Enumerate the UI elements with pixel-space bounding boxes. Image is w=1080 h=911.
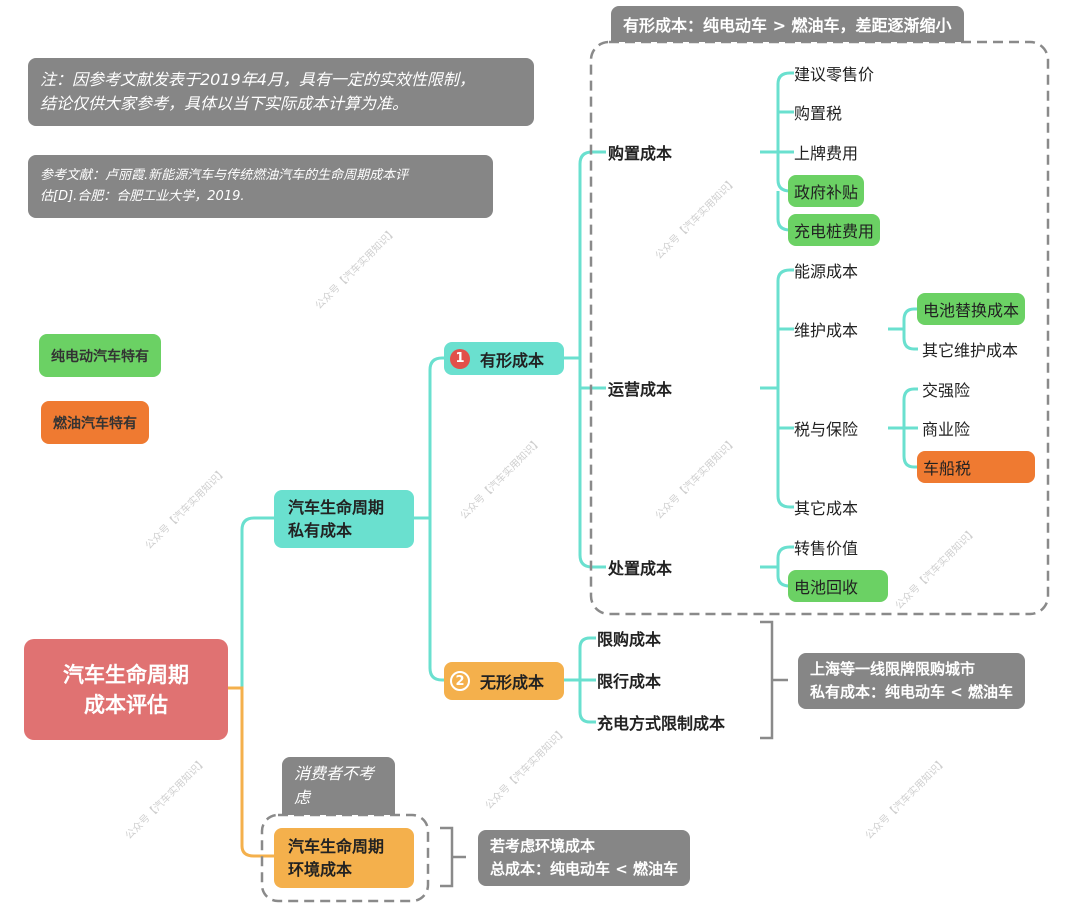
purchase-item-tax[interactable]: 购置税 [794,104,843,123]
tangible-label: 有形成本 [480,350,545,370]
environment-summary-line-2: 总成本：纯电动车 < 燃油车 [490,860,679,878]
connector-operating-other [776,388,794,509]
purchase-item-plate[interactable]: 上牌费用 [794,144,859,163]
tangible-boundary [589,40,1050,616]
connector-tax-compulsory [902,387,918,428]
operating-energy[interactable]: 能源成本 [794,262,859,281]
disclaimer-line-1: 注：因参考文献发表于2019年4月，具有一定的实效性限制， [40,70,475,89]
connector-intangible-purchase [578,636,596,680]
intangible-summary-line-1: 上海等一线限牌限购城市 [810,660,976,678]
badge-1-icon: 1 [450,348,470,369]
intangible-charging-limit[interactable]: 充电方式限制成本 [597,714,726,733]
connector-private-tangible [414,356,444,520]
connector-tangible-operating [578,358,606,390]
connector-maintenance-other [902,329,918,351]
environment-summary: 若考虑环境成本 总成本：纯电动车 < 燃油车 [478,830,691,886]
reference-line-2: 估[D].合肥：合肥工业大学，2019. [40,189,245,204]
badge-2-icon: 2 [450,671,470,691]
tax-compulsory-insurance[interactable]: 交强险 [922,381,971,400]
tax-vehicle-vessel[interactable]: 车船税 [917,451,1035,483]
legend-fuel-only: 燃油汽车特有 [41,401,149,444]
environment-summary-line-1: 若考虑环境成本 [490,837,596,855]
connector-operating-energy [776,268,794,388]
intangible-driving-limit[interactable]: 限行成本 [597,672,662,691]
intangible-summary: 上海等一线限牌限购城市 私有成本：纯电动车 < 燃油车 [798,653,1026,709]
environment-tag-line-1: 消费者不考 [294,764,375,783]
disclaimer-note: 注：因参考文献发表于2019年4月，具有一定的实效性限制， 结论仅供大家参考，具… [28,58,534,126]
connector-root-private [228,516,274,690]
root-node[interactable]: 汽车生命周期 成本评估 [24,639,228,740]
operating-tax-insurance[interactable]: 税与保险 [794,420,859,439]
connector-tangible-disposal [578,388,606,569]
environment-line-2: 环境成本 [288,860,353,879]
reference-line-1: 参考文献：卢丽霞.新能源汽车与传统燃油汽车的生命周期成本评 [40,168,409,183]
environment-boundary [260,813,430,903]
legend-ev-only: 纯电动汽车特有 [39,334,161,377]
intangible-label: 无形成本 [480,673,545,692]
connector-root-environment [228,686,274,858]
connector-tangible-purchase [564,150,606,360]
private-cost-node[interactable]: 汽车生命周期 私有成本 [274,490,414,548]
disposal-battery-recycle[interactable]: 电池回收 [788,570,888,602]
environment-line-1: 汽车生命周期 [288,837,385,856]
intangible-bracket [760,620,788,740]
private-line-1: 汽车生命周期 [288,498,385,517]
root-line-2: 成本评估 [84,692,168,717]
tangible-cost-node[interactable]: 1 有形成本 [444,342,564,375]
connector-purchase-msrp [776,71,794,152]
maintenance-other[interactable]: 其它维护成本 [922,341,1019,360]
private-line-2: 私有成本 [288,521,353,540]
environment-bracket [440,826,466,888]
connector-private-intangible [428,518,444,682]
tax-commercial-insurance[interactable]: 商业险 [922,420,971,439]
maintenance-battery-replace[interactable]: 电池替换成本 [917,293,1026,325]
operating-cost-node[interactable]: 运营成本 [608,380,673,399]
operating-other[interactable]: 其它成本 [794,499,859,518]
disclaimer-line-2: 结论仅供大家参考，具体以当下实际成本计算为准。 [40,94,409,113]
disposal-resale[interactable]: 转售价值 [794,539,859,558]
purchase-item-msrp[interactable]: 建议零售价 [794,65,875,84]
tangible-summary: 有形成本：纯电动车 > 燃油车，差距逐渐缩小 [611,6,964,42]
operating-maintenance[interactable]: 维护成本 [794,321,859,340]
disposal-cost-node[interactable]: 处置成本 [608,559,673,578]
intangible-purchase-limit[interactable]: 限购成本 [597,630,662,649]
environment-cost-node[interactable]: 汽车生命周期 环境成本 [274,828,414,888]
connector-disposal-resale [776,545,794,567]
root-line-1: 汽车生命周期 [63,662,189,687]
connector-maintenance-battery [902,307,918,329]
purchase-item-subsidy[interactable]: 政府补贴 [788,175,865,207]
intangible-cost-node[interactable]: 2 无形成本 [444,662,564,700]
environment-tag-line-2: 虑 [294,788,311,807]
environment-tag: 消费者不考 虑 [282,757,395,815]
connector-tax-vessel [902,428,918,469]
purchase-item-charger[interactable]: 充电桩费用 [788,214,881,246]
reference-note: 参考文献：卢丽霞.新能源汽车与传统燃油汽车的生命周期成本评 估[D].合肥：合肥… [28,155,493,218]
connector-intangible-charging [578,680,596,724]
purchase-cost-node[interactable]: 购置成本 [608,144,673,163]
intangible-summary-line-2: 私有成本：纯电动车 < 燃油车 [810,683,1014,701]
